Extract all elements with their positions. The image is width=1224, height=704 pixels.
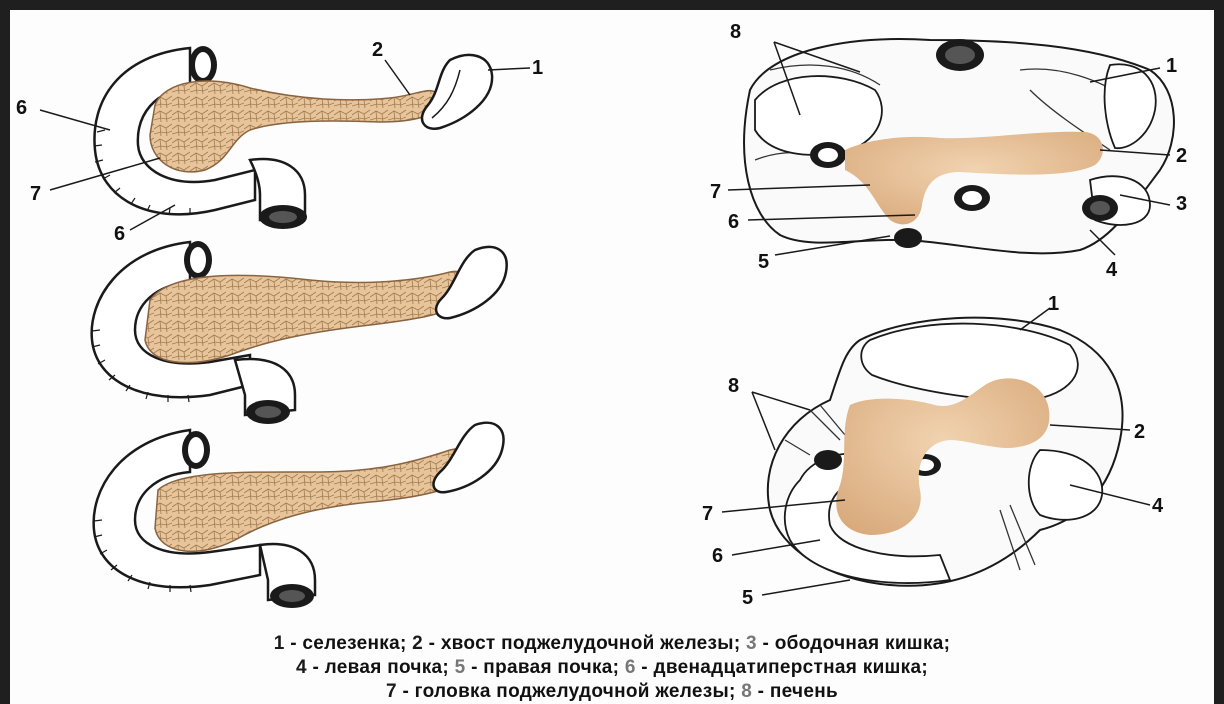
anatomy-figure: 1 2 6 7 6	[10, 10, 1214, 704]
legend-num-8: 8	[741, 681, 752, 702]
label-3-top-right: 3	[1176, 193, 1187, 215]
legend-num-5: 5	[455, 657, 466, 678]
label-8-top-right: 8	[730, 21, 741, 43]
legend-text-3: - ободочная кишка;	[757, 633, 950, 654]
legend-num-1: 1	[274, 633, 285, 654]
legend-line-2: 4 - левая почка; 5 - правая почка; 6 - д…	[10, 656, 1214, 680]
variant-2	[92, 241, 507, 424]
label-7-left: 7	[30, 183, 41, 205]
label-5-top-right: 5	[758, 251, 769, 273]
legend-text-2: - хвост поджелудочной железы;	[423, 633, 746, 654]
label-6-top-right: 6	[728, 211, 739, 233]
label-1-top-right: 1	[1166, 55, 1177, 77]
illustration-panel: 1 2 6 7 6	[10, 10, 1214, 704]
label-5-bottom-right: 5	[742, 587, 753, 609]
label-7-bottom-right: 7	[702, 503, 713, 525]
pancreas-2	[145, 271, 470, 362]
legend-num-3: 3	[746, 633, 757, 654]
liver-top	[755, 76, 882, 155]
overview-bottom	[768, 318, 1123, 586]
legend-text-5: - правая почка;	[466, 657, 625, 678]
legend-text-7: - головка поджелудочной железы;	[397, 681, 741, 702]
pancreas-1	[150, 81, 440, 172]
legend-line-3: 7 - головка поджелудочной железы; 8 - пе…	[10, 680, 1214, 704]
legend-text-1: - селезенка;	[285, 633, 413, 654]
label-8-bottom-right: 8	[728, 375, 739, 397]
label-4-top-right: 4	[1106, 259, 1118, 281]
overview-top	[744, 39, 1174, 253]
legend-num-7: 7	[386, 681, 397, 702]
label-2-bottom-right: 2	[1134, 421, 1145, 443]
label-1-bottom-right: 1	[1048, 293, 1059, 315]
legend-num-6: 6	[625, 657, 636, 678]
legend-text-4: - левая почка;	[307, 657, 455, 678]
label-7-top-right: 7	[710, 181, 721, 203]
legend-text-6: - двенадцатиперстная кишка;	[636, 657, 928, 678]
legend-line-1: 1 - селезенка; 2 - хвост поджелудочной ж…	[10, 632, 1214, 656]
label-4-bottom-right: 4	[1152, 495, 1164, 517]
label-6-upper-left: 6	[16, 97, 27, 119]
variant-3	[94, 423, 504, 608]
legend-caption: 1 - селезенка; 2 - хвост поджелудочной ж…	[10, 632, 1214, 704]
legend-text-8: - печень	[752, 681, 838, 702]
label-6-bottom-right: 6	[712, 545, 723, 567]
variant-1	[94, 46, 492, 229]
label-2-top-right: 2	[1176, 145, 1187, 167]
legend-num-2: 2	[412, 633, 423, 654]
legend-num-4: 4	[296, 657, 307, 678]
label-6-lower-left: 6	[114, 223, 125, 245]
label-2-top-left: 2	[372, 39, 383, 61]
label-1-top-left: 1	[532, 57, 543, 79]
